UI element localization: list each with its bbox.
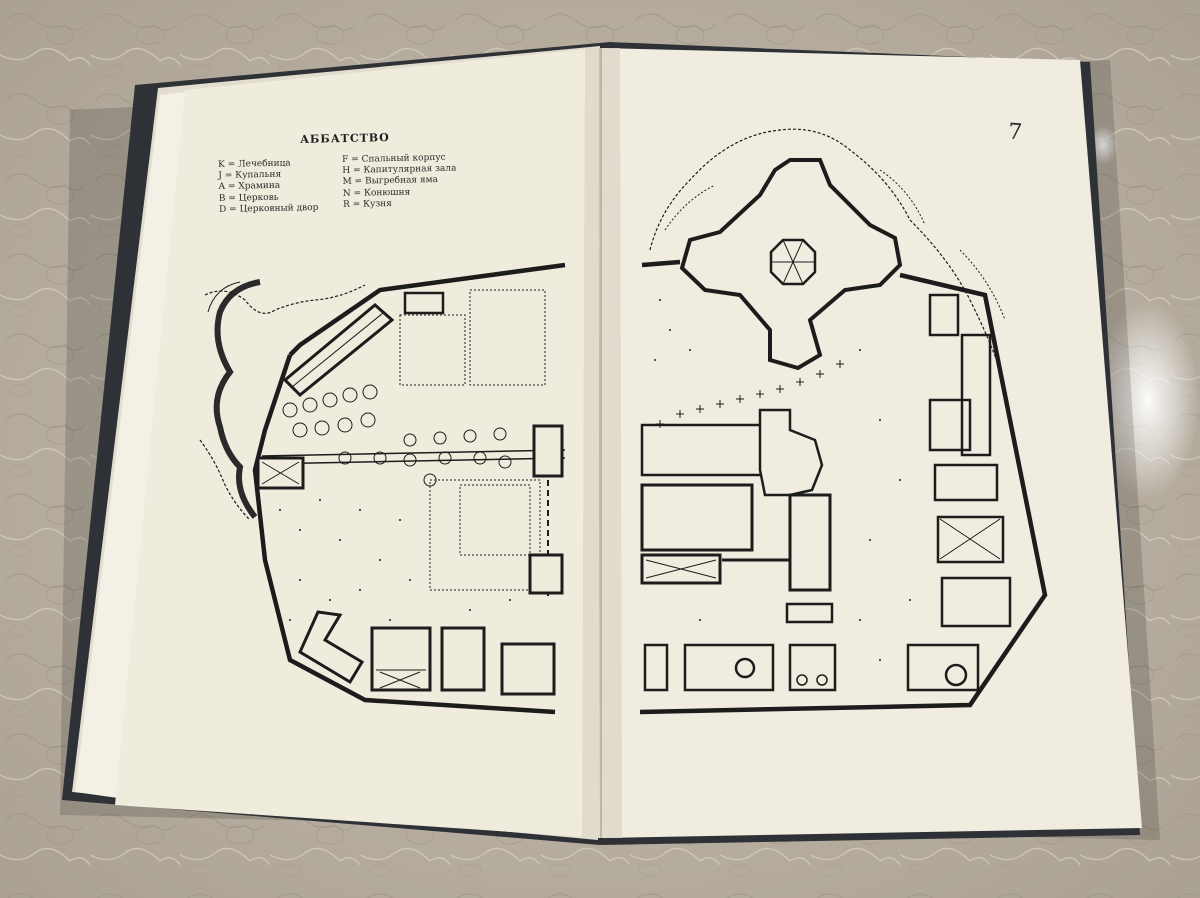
legend-title: АББАТСТВО: [299, 131, 390, 146]
spine-gutter: [582, 48, 622, 838]
abbey-map-left: [199, 262, 566, 715]
legend-right-column: F = Спальный корпус H = Капитулярная зал…: [342, 153, 457, 211]
legend-item: D = Церковный двор: [218, 202, 319, 215]
page-edge-strip: [75, 92, 185, 798]
abbey-map-right: [639, 128, 1048, 715]
legend-left-column: K = Лечебница J = Купальня A = Храмина B…: [218, 158, 318, 216]
page-number: 7: [1007, 119, 1023, 146]
legend-item: R = Кузня: [342, 198, 393, 210]
